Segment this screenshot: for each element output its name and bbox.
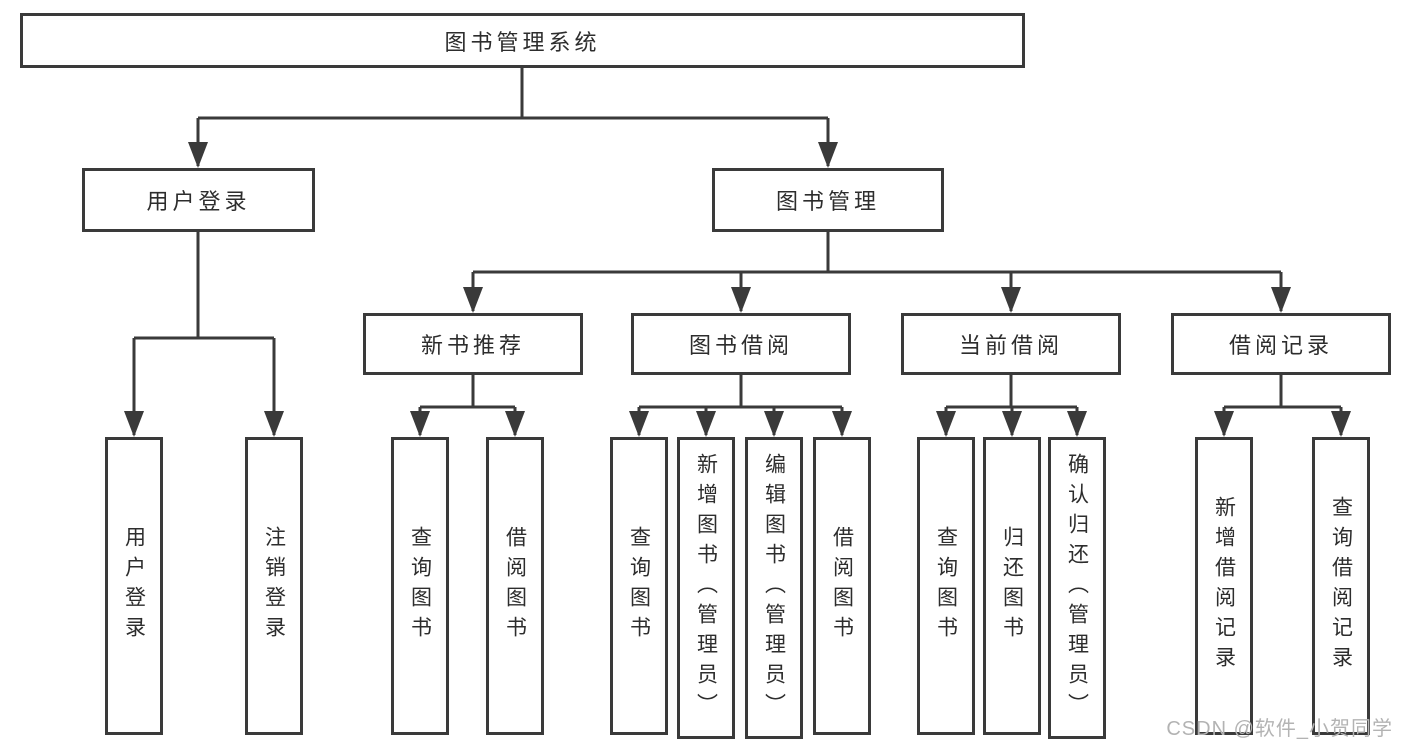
node-new-book-recommend: 新书推荐	[363, 313, 583, 375]
node-leaf-confirm-return-admin: 确认归还（管理员）	[1048, 437, 1106, 739]
node-label: 查询图书	[408, 526, 432, 646]
node-label: 查询借阅记录	[1329, 496, 1353, 676]
node-label: 用户登录	[122, 526, 146, 646]
node-leaf-edit-books-admin: 编辑图书（管理员）	[745, 437, 803, 739]
node-leaf-borrow-books-recommend: 借阅图书	[486, 437, 544, 735]
node-leaf-user-login: 用户登录	[105, 437, 163, 735]
node-current-borrowing: 当前借阅	[901, 313, 1121, 375]
node-leaf-query-books-borrow: 查询图书	[610, 437, 668, 735]
node-label: 当前借阅	[958, 333, 1063, 358]
node-leaf-add-books-admin: 新增图书（管理员）	[677, 437, 735, 739]
node-book-borrowing: 图书借阅	[631, 313, 851, 375]
node-label: 查询图书	[627, 526, 651, 646]
node-label: 图书借阅	[688, 333, 793, 358]
node-user-login: 用户登录	[82, 168, 315, 232]
node-leaf-borrow-books: 借阅图书	[813, 437, 871, 735]
node-leaf-return-books: 归还图书	[983, 437, 1041, 735]
node-label: 借阅记录	[1228, 333, 1333, 358]
node-label: 归还图书	[1000, 526, 1024, 646]
node-leaf-query-books-current: 查询图书	[917, 437, 975, 735]
node-label: 用户登录	[146, 189, 251, 214]
node-label: 借阅图书	[830, 526, 854, 646]
csdn-watermark: CSDN @软件_小贺同学	[1166, 718, 1393, 740]
node-label: 注销登录	[262, 526, 286, 646]
node-label: 查询图书	[934, 526, 958, 646]
node-leaf-query-borrow-record: 查询借阅记录	[1312, 437, 1370, 735]
node-label: 图书管理系统	[444, 29, 601, 55]
node-leaf-add-borrow-record: 新增借阅记录	[1195, 437, 1253, 735]
node-leaf-logout: 注销登录	[245, 437, 303, 735]
node-borrowing-records: 借阅记录	[1171, 313, 1391, 375]
node-label: 编辑图书（管理员）	[762, 453, 786, 723]
node-label: 新增图书（管理员）	[694, 453, 718, 723]
connector-paths	[132, 68, 1343, 435]
node-label: 图书管理	[775, 189, 880, 214]
node-book-management: 图书管理	[712, 168, 944, 232]
node-label: 新增借阅记录	[1212, 496, 1236, 676]
node-label: 确认归还（管理员）	[1065, 453, 1089, 723]
arrowheads	[124, 142, 1351, 437]
node-library-system: 图书管理系统	[20, 13, 1025, 68]
node-leaf-query-books-recommend: 查询图书	[391, 437, 449, 735]
node-label: 借阅图书	[503, 526, 527, 646]
node-label: 新书推荐	[420, 333, 525, 358]
